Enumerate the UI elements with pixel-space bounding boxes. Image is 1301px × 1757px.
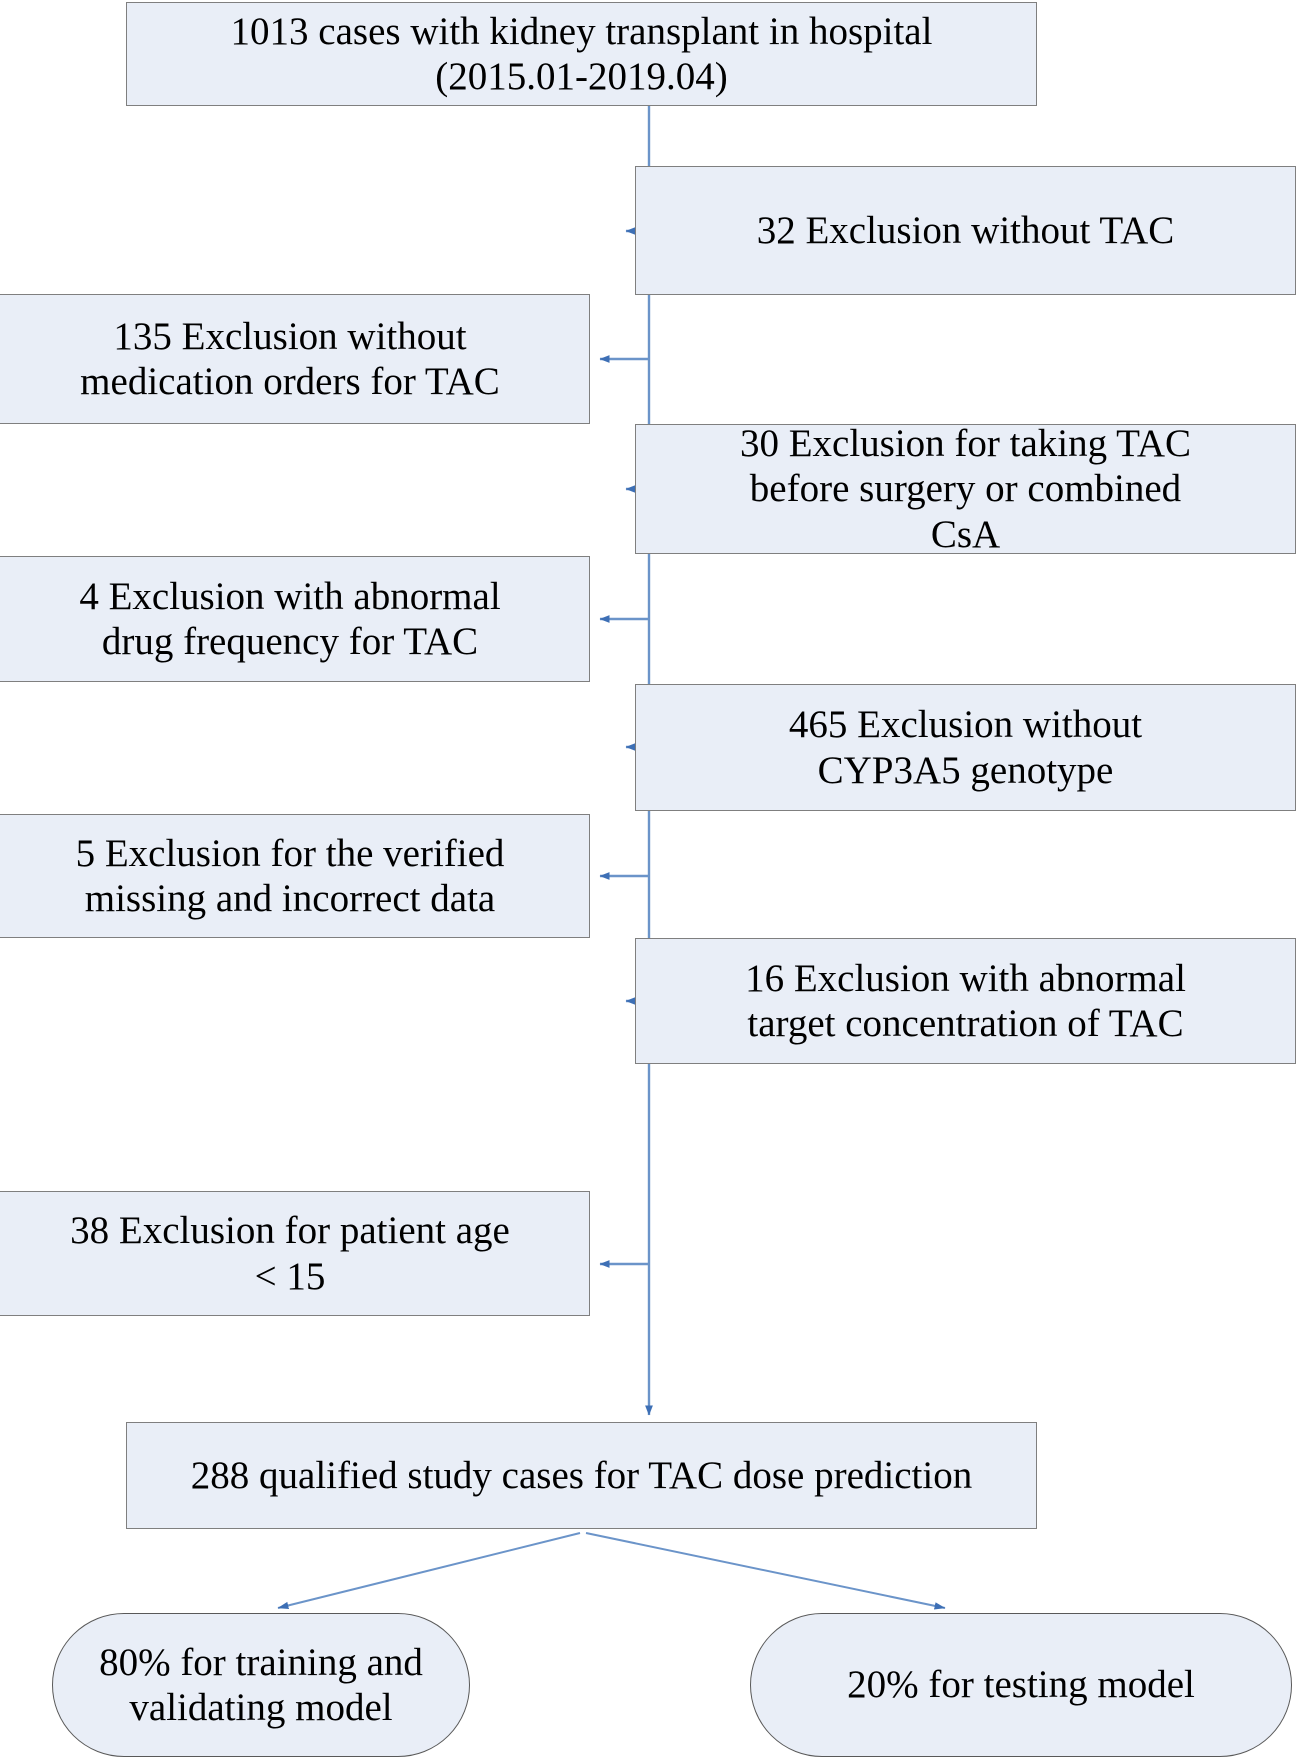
node-training-validation-split[interactable]: 80% for training and validating model — [52, 1613, 470, 1757]
node-exclusion-no-tac[interactable]: 32 Exclusion without TAC — [635, 166, 1296, 295]
node-exclusion-no-tac-label: 32 Exclusion without TAC — [756, 208, 1175, 252]
node-qualified-cases[interactable]: 288 qualified study cases for TAC dose p… — [126, 1422, 1037, 1529]
edge-to-test — [585, 1532, 946, 1610]
node-exclusion-no-genotype-label: 465 Exclusion without CYP3A5 genotype — [788, 703, 1143, 792]
node-exclusion-abnormal-frequency[interactable]: 4 Exclusion with abnormal drug frequency… — [0, 556, 590, 682]
node-exclusion-abnormal-target-concentration-label: 16 Exclusion with abnormal target concen… — [745, 956, 1186, 1045]
node-exclusion-missing-data[interactable]: 5 Exclusion for the verified missing and… — [0, 814, 590, 938]
node-total-cases-label: 1013 cases with kidney transplant in hos… — [230, 9, 933, 98]
node-testing-split[interactable]: 20% for testing model — [750, 1613, 1292, 1757]
node-exclusion-abnormal-frequency-label: 4 Exclusion with abnormal drug frequency… — [79, 574, 501, 663]
node-exclusion-no-medication-orders[interactable]: 135 Exclusion without medication orders … — [0, 294, 590, 424]
node-total-cases[interactable]: 1013 cases with kidney transplant in hos… — [126, 2, 1037, 106]
edge-to-train — [277, 1532, 581, 1610]
node-qualified-cases-label: 288 qualified study cases for TAC dose p… — [190, 1453, 973, 1497]
node-exclusion-missing-data-label: 5 Exclusion for the verified missing and… — [75, 831, 505, 920]
node-exclusion-tac-before-surgery-label: 30 Exclusion for taking TAC before surge… — [739, 422, 1192, 556]
node-exclusion-no-medication-orders-label: 135 Exclusion without medication orders … — [80, 314, 500, 403]
node-exclusion-tac-before-surgery[interactable]: 30 Exclusion for taking TAC before surge… — [635, 422, 1296, 556]
node-exclusion-no-genotype[interactable]: 465 Exclusion without CYP3A5 genotype — [635, 684, 1296, 811]
node-training-validation-split-label: 80% for training and validating model — [99, 1640, 423, 1729]
node-exclusion-abnormal-target-concentration[interactable]: 16 Exclusion with abnormal target concen… — [635, 938, 1296, 1064]
node-exclusion-patient-age-label: 38 Exclusion for patient age < 15 — [70, 1209, 510, 1298]
node-testing-split-label: 20% for testing model — [847, 1663, 1195, 1707]
node-exclusion-patient-age[interactable]: 38 Exclusion for patient age < 15 — [0, 1191, 590, 1316]
